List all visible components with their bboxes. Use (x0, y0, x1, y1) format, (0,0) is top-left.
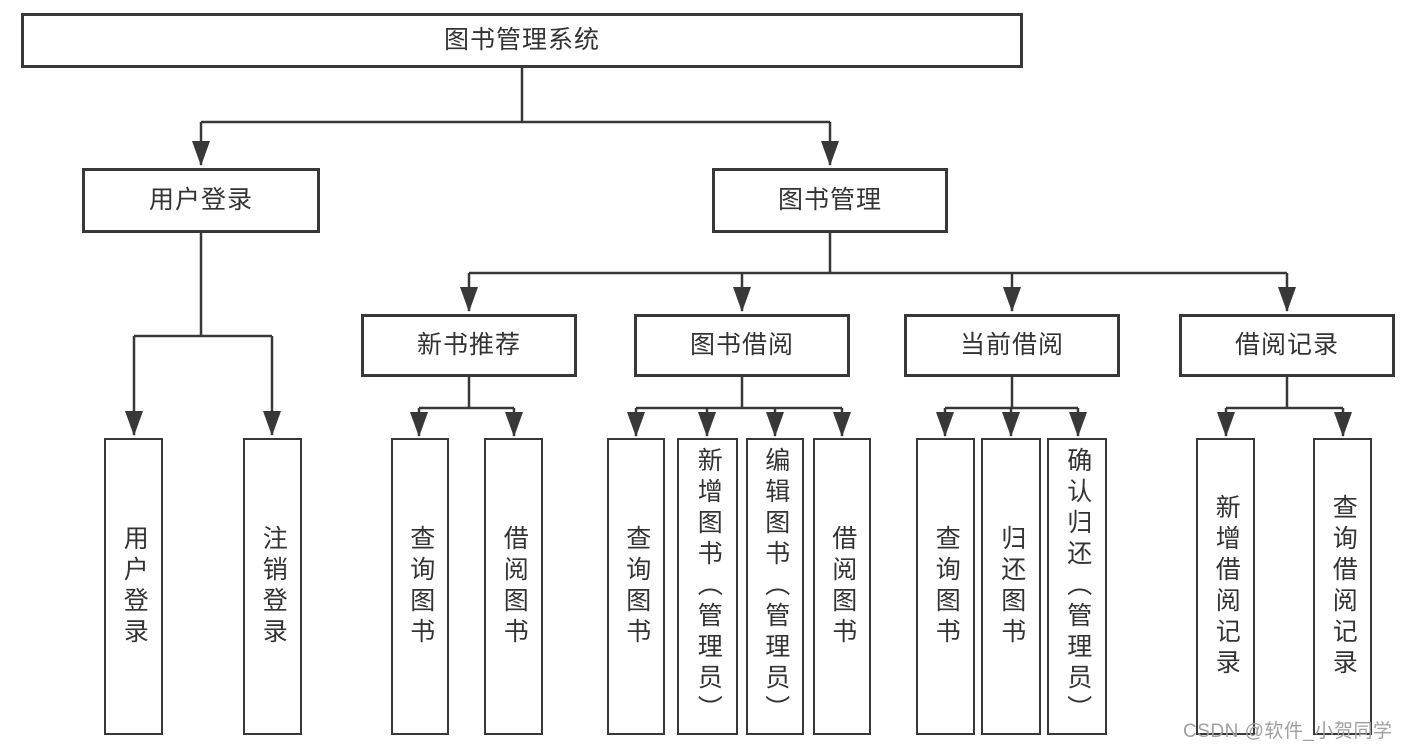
connector-new-book-recommend (410, 377, 523, 437)
node-book-management: 图书管理 (712, 168, 948, 233)
leaf-query-books-current: 查询图书 (916, 438, 975, 735)
connector-current-borrow (936, 377, 1087, 437)
csdn-watermark: CSDN @软件_小贺同学 (1183, 721, 1393, 742)
node-root-label: 图书管理系统 (443, 26, 600, 54)
leaf-confirm-return-admin: 确认归还（管理员） (1047, 438, 1107, 735)
node-book-borrow: 图书借阅 (634, 314, 850, 377)
leaf-edit-book-admin: 编辑图书（管理员） (746, 438, 804, 735)
node-borrow-records-label: 借阅记录 (1234, 331, 1339, 359)
leaf-add-borrow-record: 新增借阅记录 (1196, 438, 1255, 735)
leaf-user-login: 用户登录 (104, 438, 163, 735)
node-current-borrow-label: 当前借阅 (959, 331, 1064, 359)
leaf-borrow-books-recommend: 借阅图书 (484, 438, 543, 735)
node-new-book-recommend-label: 新书推荐 (416, 331, 521, 359)
leaf-query-books-recommend: 查询图书 (391, 438, 449, 735)
node-new-book-recommend: 新书推荐 (361, 314, 577, 377)
connector-root (192, 68, 839, 166)
leaf-borrow-books: 借阅图书 (813, 438, 871, 735)
leaf-logout: 注销登录 (243, 438, 302, 735)
node-user-login: 用户登录 (82, 168, 320, 233)
connector-user-login (125, 233, 281, 436)
connector-book-borrow (627, 377, 851, 437)
node-root: 图书管理系统 (21, 13, 1023, 68)
node-book-borrow-label: 图书借阅 (689, 331, 794, 359)
connector-borrow-records (1217, 377, 1352, 437)
leaf-query-books-borrow: 查询图书 (607, 438, 665, 735)
connector-book-management (460, 233, 1296, 312)
leaf-return-book: 归还图书 (981, 438, 1041, 735)
leaf-add-book-admin: 新增图书（管理员） (677, 438, 738, 735)
node-user-login-label: 用户登录 (148, 186, 253, 214)
node-current-borrow: 当前借阅 (904, 314, 1120, 377)
leaf-query-borrow-record: 查询借阅记录 (1313, 438, 1372, 735)
node-borrow-records: 借阅记录 (1179, 314, 1395, 377)
node-book-management-label: 图书管理 (777, 186, 882, 214)
